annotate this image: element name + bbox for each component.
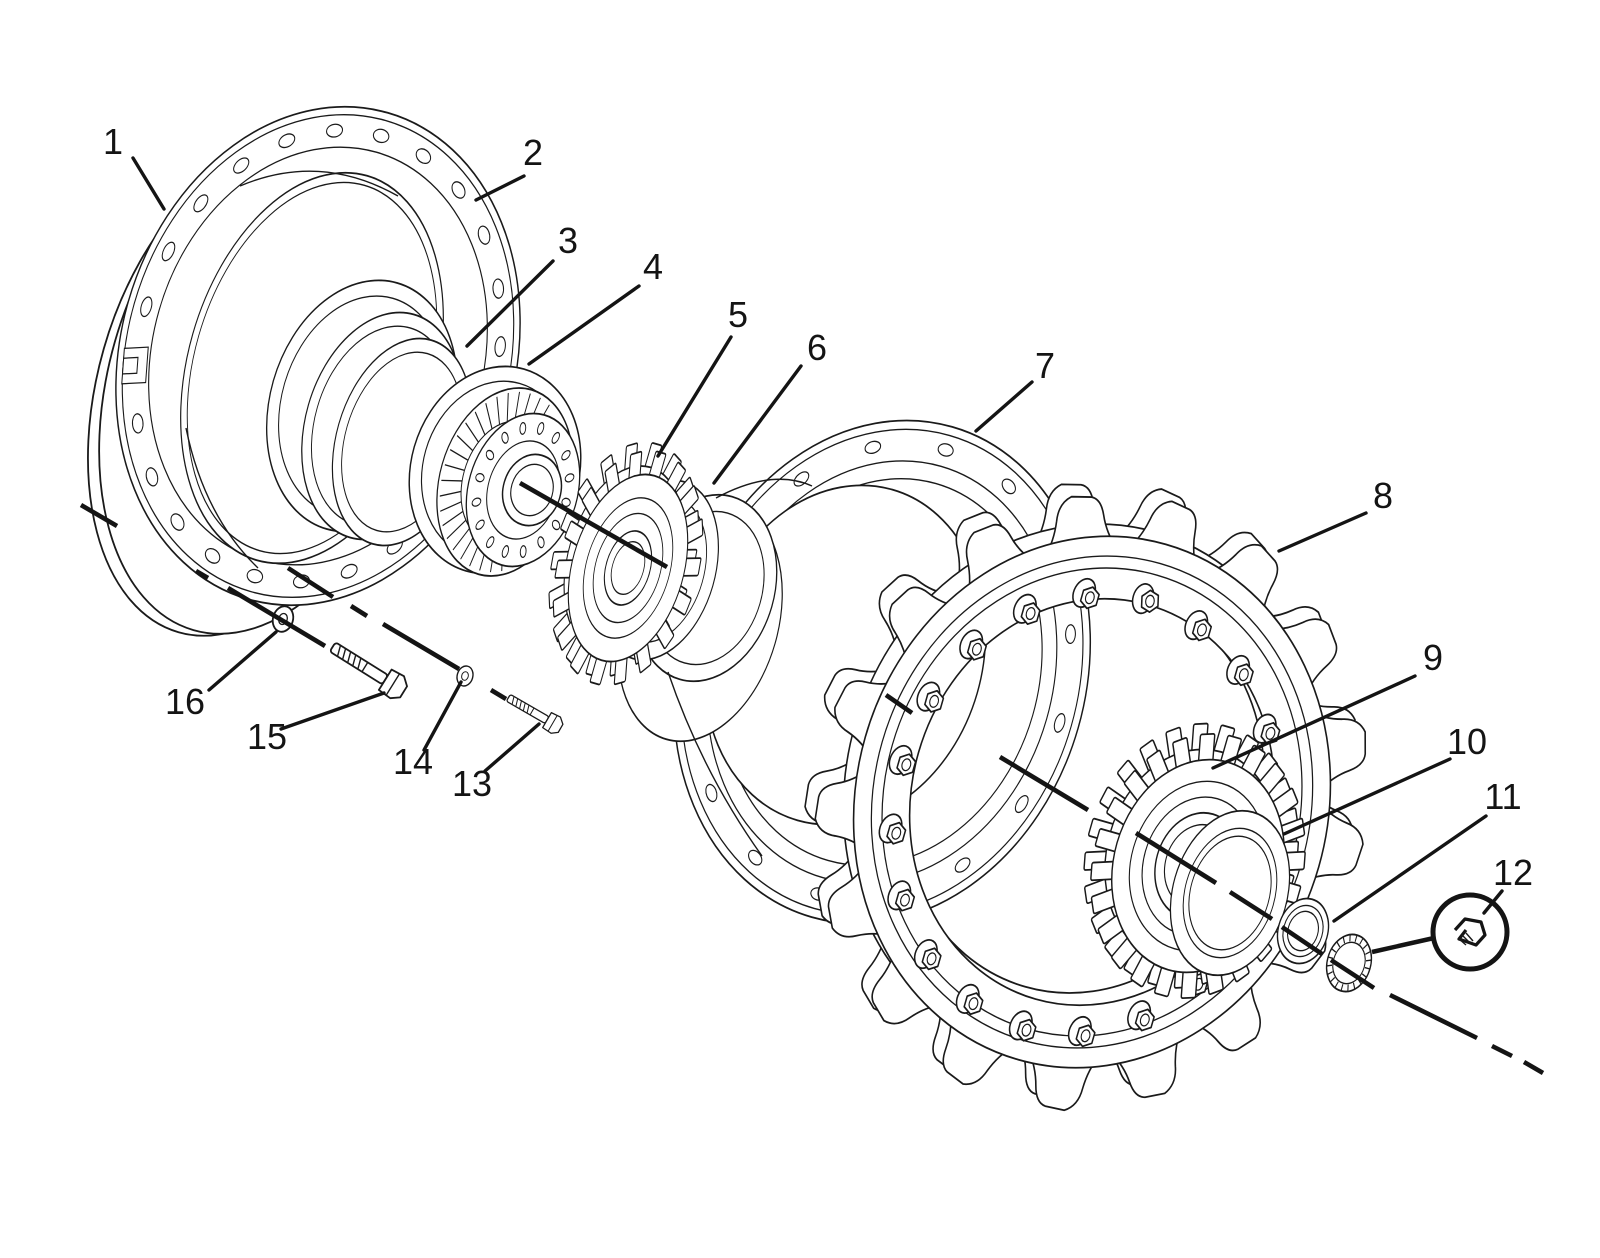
seal-cross-section [1453, 917, 1487, 947]
callout-5: 5 [728, 294, 748, 335]
callout-2: 2 [523, 132, 543, 173]
hub-neck-contour-bottom [667, 671, 763, 857]
centerline-group [79, 481, 1545, 1075]
callout-16: 16 [165, 681, 205, 722]
hub-neck-contour-top [715, 478, 813, 499]
callout-9: 9 [1423, 637, 1443, 678]
callout-labels: 1 2 3 4 5 6 7 8 9 10 11 12 13 14 15 16 [103, 121, 1533, 893]
callout-12: 12 [1493, 852, 1533, 893]
callout-6: 6 [807, 327, 827, 368]
callout-4: 4 [643, 246, 663, 287]
part-15-bolt [324, 634, 412, 704]
callout-14: 14 [393, 741, 433, 782]
callout-10: 10 [1447, 721, 1487, 762]
callout-3: 3 [558, 220, 578, 261]
callout-15: 15 [247, 716, 287, 757]
callout-7: 7 [1035, 345, 1055, 386]
callout-8: 8 [1373, 475, 1393, 516]
seal-detail-circle [1430, 892, 1510, 972]
callout-1: 1 [103, 121, 123, 162]
drum-face-contour-2 [185, 427, 259, 569]
drum-keyway-notch [121, 346, 149, 385]
detail-connector-line [1371, 935, 1435, 955]
callout-11: 11 [1484, 776, 1521, 817]
drum-face-contour [239, 170, 399, 197]
leader-lines [131, 156, 1504, 923]
part-4-splined-hub [436, 387, 581, 577]
callout-13: 13 [452, 763, 492, 804]
